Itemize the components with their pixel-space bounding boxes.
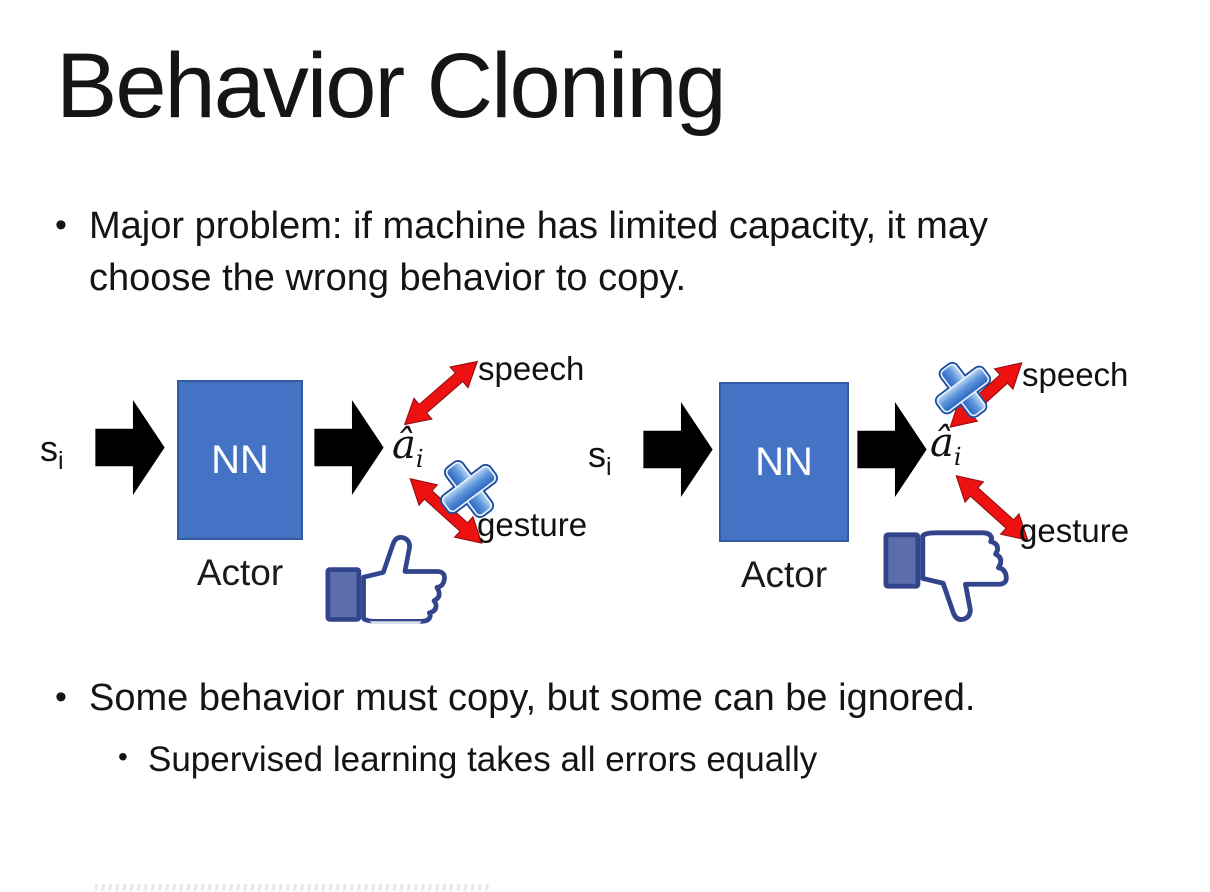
right-input-arrow-icon [643, 402, 713, 497]
left-output-arrow-icon [314, 400, 384, 495]
right-output-label: âi [930, 420, 962, 471]
bullet-dot: • [55, 678, 67, 716]
right-output-arrow-icon [857, 402, 927, 497]
right-actor-caption: Actor [740, 554, 828, 595]
right-input-sub: i [606, 453, 612, 481]
left-actor-caption: Actor [196, 552, 284, 593]
bullet-dot: • [55, 206, 67, 244]
left-nn-label: NN [211, 437, 269, 482]
left-output-sub: i [415, 445, 424, 473]
sub-bullet-supervised: • Supervised learning takes all errors e… [118, 736, 1118, 784]
left-input-arrow-icon [95, 400, 165, 495]
right-cross-out-icon [934, 361, 992, 419]
right-output-ahat: â [930, 420, 954, 466]
page-title: Behavior Cloning [56, 35, 727, 137]
bullet-dot: • [118, 741, 128, 772]
bullet-major-problem-text: Major problem: if machine has limited ca… [89, 205, 988, 300]
left-input-s: s [40, 428, 58, 469]
cutoff-artifact-strip [95, 884, 490, 891]
left-output-label: âi [392, 422, 424, 473]
bullet-some-behavior-text: Some behavior must copy, but some can be… [89, 677, 976, 719]
right-gesture-arrow-icon [955, 475, 1029, 541]
right-nn-label: NN [755, 439, 813, 484]
left-gesture-label: gesture [477, 506, 588, 543]
right-nn-box: NN [719, 382, 849, 542]
right-output-sub: i [953, 443, 962, 471]
left-input-sub: i [58, 447, 64, 475]
left-output-ahat: â [392, 422, 416, 468]
left-cross-out-icon [440, 460, 498, 518]
bullet-major-problem: • Major problem: if machine has limited … [55, 200, 1085, 305]
right-input-label: si [588, 434, 612, 482]
right-speech-label: speech [1022, 356, 1129, 393]
bullet-some-behavior: • Some behavior must copy, but some can … [55, 672, 1185, 724]
left-speech-label: speech [478, 350, 585, 387]
thumbs-up-icon [325, 534, 447, 625]
left-gesture-arrow-icon [409, 478, 483, 544]
thumbs-down-icon [883, 530, 1009, 622]
right-gesture-label: gesture [1019, 512, 1130, 549]
left-speech-arrow-icon [403, 360, 479, 426]
sub-bullet-supervised-text: Supervised learning takes all errors equ… [148, 740, 818, 779]
left-nn-box: NN [177, 380, 303, 540]
left-input-label: si [40, 428, 64, 476]
right-input-s: s [588, 434, 606, 475]
